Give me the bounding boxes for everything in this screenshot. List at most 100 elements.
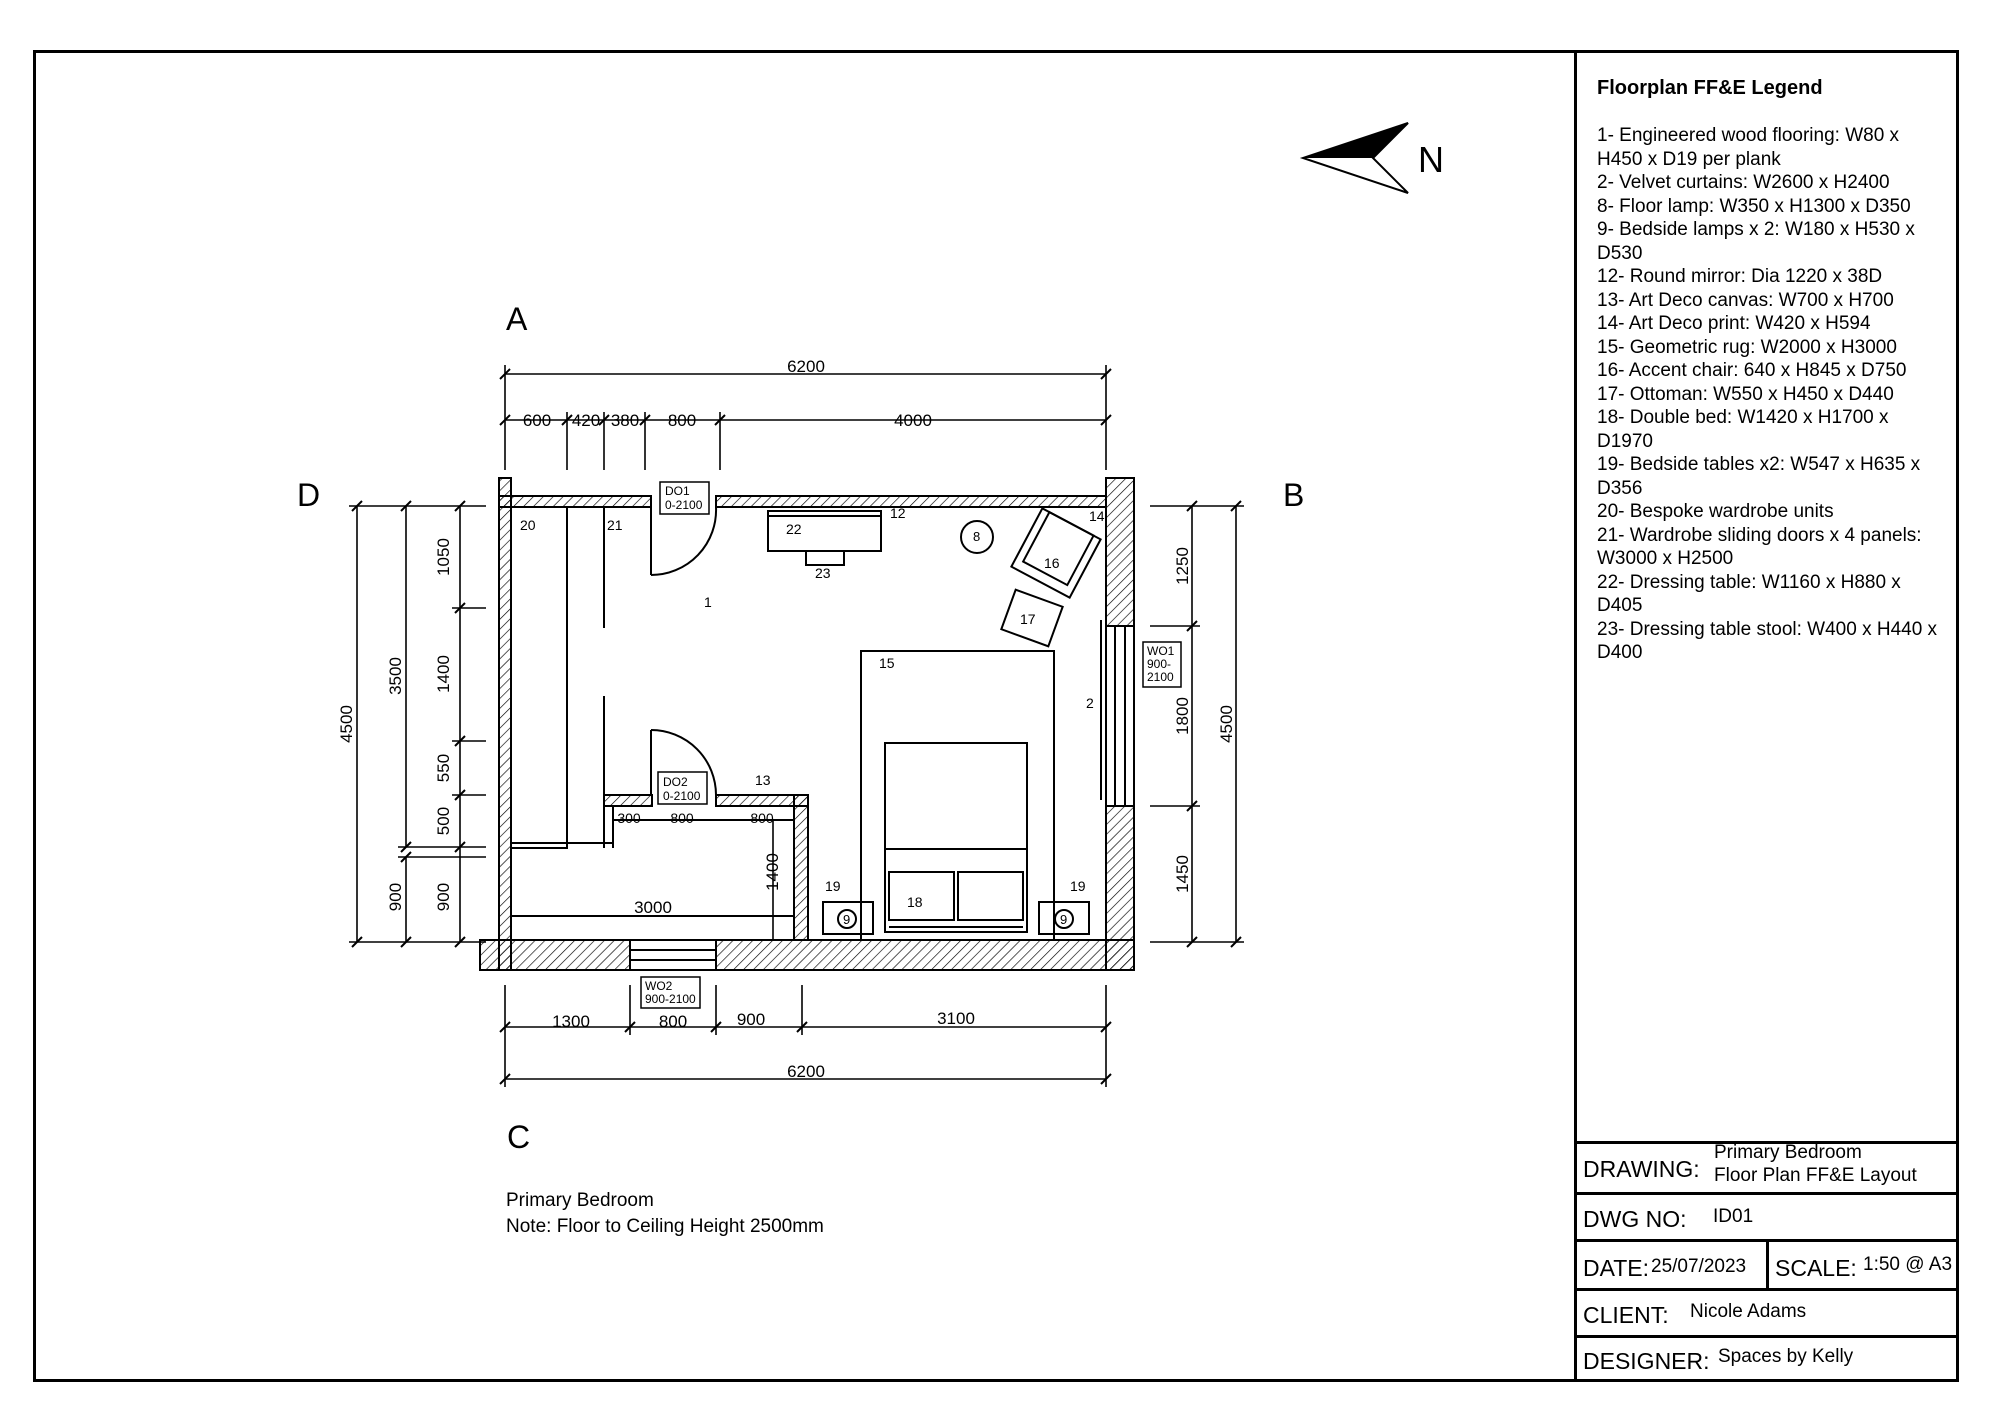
dim-left-upper: 3500: [386, 657, 405, 695]
dim-top-seg-3: 380: [611, 411, 639, 430]
tag-do1: [659, 481, 710, 515]
dim-top-total: 6200: [787, 357, 825, 376]
designer-label: DESIGNER:: [1583, 1348, 1710, 1374]
opening-tags: DO1 0-2100 DO2 0-2100 WO1 900- 2100 WO2 …: [640, 481, 1182, 1009]
wardrobe-unit: [510, 506, 568, 849]
legend-item: 20- Bespoke wardrobe units: [1597, 501, 1834, 522]
tag-do2: [657, 771, 708, 805]
title-block: DRAWING: Primary Bedroom Floor Plan FF&E…: [1574, 1141, 1959, 1382]
scale-label: SCALE:: [1775, 1255, 1857, 1281]
item-bedside-table-right: 19: [1070, 878, 1086, 894]
legend-panel: Floorplan FF&E Legend 1- Engineered wood…: [1574, 50, 1959, 1382]
walls: [479, 477, 1135, 971]
double-bed: [884, 742, 1028, 933]
tag-do2-id: DO2: [663, 775, 688, 789]
dim-right-inner-2: 1800: [1173, 697, 1192, 735]
dimension-lines: [349, 365, 1244, 1087]
legend-item: 9- Bedside lamps x 2: W180 x H530 x D530: [1597, 219, 1915, 264]
dim-ensuite-seg-3: 800: [750, 810, 774, 826]
dim-bottom-seg-2: 800: [659, 1012, 687, 1031]
north-arrow-icon: [1299, 122, 1409, 194]
ottoman: [1000, 588, 1064, 648]
dim-left-inner-4: 500: [434, 807, 453, 835]
dim-ensuite-seg-2: 800: [670, 810, 694, 826]
dim-left-inner-2: 1400: [434, 655, 453, 693]
item-dressing-table: 22: [786, 521, 802, 537]
legend-item: 12- Round mirror: Dia 1220 x 38D: [1597, 266, 1883, 287]
legend-item: 15- Geometric rug: W2000 x H3000: [1597, 336, 1897, 358]
tag-wo2-id: WO2: [645, 979, 673, 993]
dim-right-total: 4500: [1217, 705, 1236, 743]
interior-lines: [510, 506, 1135, 971]
legend-item: 14- Art Deco print: W420 x H594: [1597, 313, 1871, 334]
accent-chair: [1010, 507, 1102, 599]
legend-item: 8- Floor lamp: W350 x H1300 x D350: [1597, 195, 1911, 217]
dim-top-seg-1: 600: [523, 411, 551, 430]
dim-ensuite-seg-1: 300: [617, 810, 641, 826]
title-block-date-row: DATE: 25/07/2023 SCALE: 1:50 @ A3: [1577, 1242, 1959, 1291]
item-bedside-lamp-right: 9: [1060, 912, 1067, 927]
dim-ensuite-width: 3000: [634, 898, 672, 917]
client-value: Nicole Adams: [1690, 1301, 1807, 1322]
item-stool: 23: [815, 565, 831, 581]
item-sliding-doors: 21: [607, 517, 623, 533]
dwg-no-value: ID01: [1713, 1206, 1754, 1227]
tag-wo1-head: 2100: [1147, 670, 1174, 684]
view-label-b: B: [1283, 477, 1304, 513]
item-bedside-lamp-left: 9: [843, 912, 850, 927]
legend-item: 23- Dressing table stool: W400 x H440 x …: [1597, 618, 1938, 664]
dim-bottom-seg-1: 1300: [552, 1012, 590, 1031]
dim-bottom-total: 6200: [787, 1062, 825, 1081]
legend-item: 22- Dressing table: W1160 x H880 x D405: [1597, 571, 1901, 617]
legend-item: 19- Bedside tables x2: W547 x H635 x D35…: [1597, 454, 1921, 499]
title-block-drawing-row: DRAWING: Primary Bedroom Floor Plan FF&E…: [1577, 1142, 1959, 1195]
dwg-no-label: DWG NO:: [1583, 1206, 1687, 1232]
legend-item: 16- Accent chair: 640 x H845 x D750: [1597, 360, 1907, 381]
tag-wo2-height: 900-2100: [645, 992, 696, 1006]
tag-wo1-sill: 900-: [1147, 657, 1171, 671]
room-name-note: Primary Bedroom: [506, 1190, 654, 1211]
legend-list: 1- Engineered wood flooring: W80 x H450 …: [1597, 124, 1947, 665]
bedside-table-right: [1038, 901, 1090, 935]
dim-right-inner-3: 1450: [1173, 855, 1192, 893]
dim-left-inner-3: 550: [434, 754, 453, 782]
dim-top-seg-4: 800: [668, 411, 696, 430]
bedside-table-left: [822, 901, 874, 935]
item-flooring: 1: [704, 594, 712, 610]
item-numbers: 1 2 8 9 9 12 13 14 15 16 17 18 19 19 20 …: [520, 505, 1105, 927]
view-label-c: C: [507, 1119, 530, 1155]
tag-do2-height: 0-2100: [663, 789, 701, 803]
dressing-table-stool: [805, 550, 845, 566]
title-block-client-row: CLIENT: Nicole Adams: [1577, 1291, 1959, 1338]
item-curtains: 2: [1086, 695, 1094, 711]
legend-title: Floorplan FF&E Legend: [1597, 77, 1823, 99]
dim-left-inner-5: 900: [434, 883, 453, 911]
designer-value: Spaces by Kelly: [1718, 1346, 1854, 1367]
scale-value: 1:50 @ A3: [1863, 1254, 1953, 1275]
floor-lamp: [960, 520, 994, 554]
legend-item: 18- Double bed: W1420 x H1700 x D1970: [1597, 407, 1889, 452]
title-block-dwg-no-row: DWG NO: ID01: [1577, 1195, 1959, 1242]
item-bedside-table-left: 19: [825, 878, 841, 894]
drawing-value-line-1: Primary Bedroom: [1714, 1142, 1862, 1163]
legend-item: 17- Ottoman: W550 x H450 x D440: [1597, 383, 1894, 405]
north-label: N: [1418, 139, 1444, 180]
geometric-rug: [860, 650, 1055, 941]
item-wardrobe: 20: [520, 517, 536, 533]
tag-do1-id: DO1: [665, 484, 690, 498]
drawing-label: DRAWING:: [1583, 1156, 1700, 1182]
dim-bottom-seg-3: 900: [737, 1010, 765, 1029]
legend-item: 13- Art Deco canvas: W700 x H700: [1597, 289, 1894, 311]
tag-do1-height: 0-2100: [665, 498, 703, 512]
date-scale-divider: [1766, 1242, 1769, 1288]
ceiling-height-note: Note: Floor to Ceiling Height 2500mm: [506, 1216, 824, 1237]
legend-item: 1- Engineered wood flooring: W80 x H450 …: [1597, 125, 1900, 170]
dimension-ticks: [351, 368, 1242, 1085]
view-label-d: D: [297, 477, 320, 513]
title-block-designer-row: DESIGNER: Spaces by Kelly: [1577, 1338, 1959, 1385]
dim-left-lower: 900: [386, 883, 405, 911]
legend-item: 21- Wardrobe sliding doors x 4 panels: W…: [1597, 524, 1922, 570]
item-ottoman: 17: [1020, 611, 1036, 627]
tag-wo2: [640, 976, 701, 1009]
legend-item: 2- Velvet curtains: W2600 x H2400: [1597, 172, 1890, 193]
